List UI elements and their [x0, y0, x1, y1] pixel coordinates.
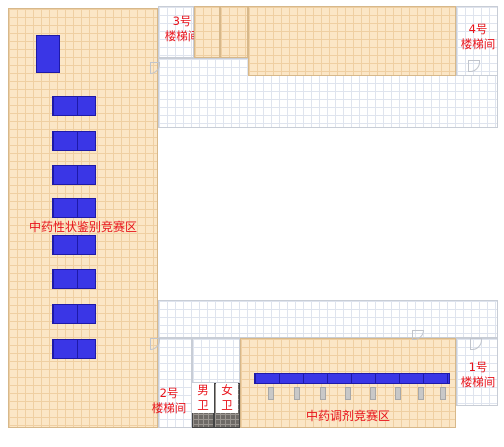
room-small-1 [194, 6, 220, 58]
room-top-right [248, 6, 456, 76]
stair-2-label: 2号 楼梯间 [151, 386, 187, 415]
chair-8 [440, 387, 446, 400]
chair-3 [320, 387, 326, 400]
desk-row-8 [52, 339, 96, 359]
chair-4 [345, 387, 351, 400]
chair-5 [370, 387, 376, 400]
stair-1-label: 1号 楼梯间 [460, 360, 496, 389]
desk-row-5 [52, 235, 96, 255]
desk-row-1 [52, 96, 96, 116]
chair-2 [294, 387, 300, 400]
desk-row-4 [52, 198, 96, 218]
toilet-entry [192, 338, 240, 383]
stair-3-label: 3号 楼梯间 [164, 14, 200, 43]
womens-toilet-label: 女 卫 [216, 383, 238, 413]
desk-row-7 [52, 304, 96, 324]
identification-area [8, 8, 158, 428]
identification-area-label: 中药性状鉴别竞赛区 [28, 220, 137, 234]
desk-row-6 [52, 269, 96, 289]
corridor-bottom [158, 300, 498, 338]
desk-row-2 [52, 131, 96, 151]
stair-4-label: 4号 楼梯间 [460, 22, 496, 51]
desk-row-bottom [254, 373, 450, 384]
stair-1-room [456, 338, 498, 406]
chair-1 [268, 387, 274, 400]
desk-row-3 [52, 165, 96, 185]
dispensing-area-label: 中药调剂竞赛区 [305, 409, 390, 423]
stair-2-room [158, 338, 192, 428]
desk-top [36, 35, 60, 73]
chair-7 [418, 387, 424, 400]
chair-6 [395, 387, 401, 400]
stair-3-room [158, 6, 194, 58]
mens-toilet-label: 男 卫 [192, 383, 214, 413]
room-small-2 [220, 6, 248, 58]
